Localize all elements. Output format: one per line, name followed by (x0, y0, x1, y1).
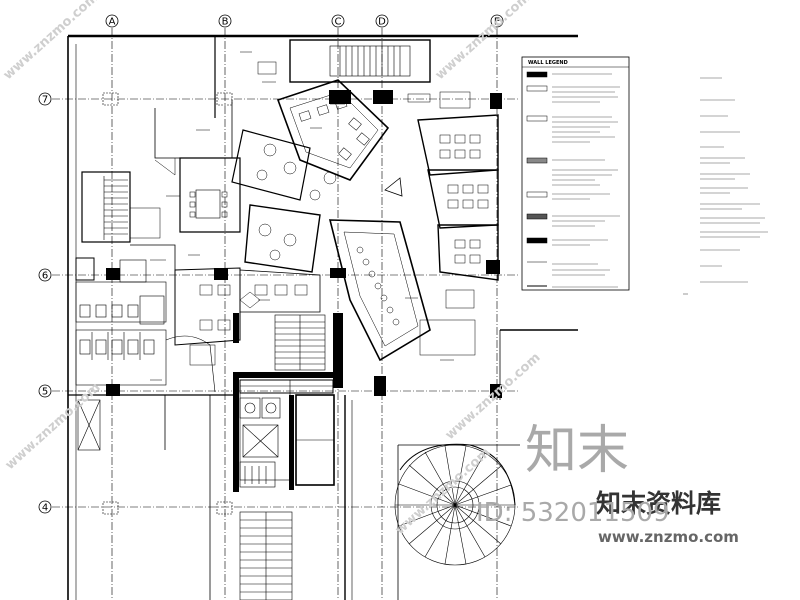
watermark-site-name: 知末资料库 (596, 489, 721, 518)
grid-label-d: D (378, 17, 386, 28)
structural-columns (106, 90, 502, 492)
stair-top (289, 39, 431, 83)
stair-left (81, 171, 131, 243)
brand-watermark: 知末 知末资料库 ID: 532011509 www.znzmo.com (476, 421, 739, 546)
grid-label-a: A (109, 17, 116, 28)
stair-bottom (239, 511, 293, 600)
watermark-url: www.znzmo.com (598, 528, 739, 546)
elevator-core (239, 379, 335, 488)
watermark-brand-cn: 知末 (525, 421, 629, 481)
legend-swatches (526, 71, 548, 287)
exterior-walls (67, 34, 578, 600)
grid-label-e: E (494, 17, 500, 28)
bar-stools (356, 246, 400, 326)
spiral-staircase (394, 443, 520, 600)
grid-bubble-d: D (375, 14, 389, 28)
grid-bubble-6: 6 (38, 268, 52, 282)
diagonal-watermark-2: www.znzmo.com (433, 0, 534, 83)
watermark-id: ID: 532011509 (476, 498, 670, 528)
interior-walls (130, 79, 499, 362)
legend-text-placeholder (552, 73, 620, 288)
notes-column (683, 77, 768, 295)
grid-bubble-a: A (105, 14, 119, 28)
dining-furniture-right (439, 134, 489, 264)
grid-label-7: 7 (42, 95, 48, 106)
grid-bubble-c: C (331, 14, 345, 28)
legend-title: WALL LEGEND (528, 60, 568, 66)
left-shaft (77, 399, 101, 451)
grid-bubble-4: 4 (38, 500, 52, 514)
diagonal-watermark-1: www.znzmo.com (1, 0, 102, 83)
grid-label-5: 5 (42, 387, 48, 398)
grid-bubble-b: B (218, 14, 232, 28)
fixtures (129, 61, 476, 366)
grid-bubble-7: 7 (38, 92, 52, 106)
lounge-furniture (298, 98, 370, 161)
annotation-ticks (150, 51, 454, 381)
dining-furniture-left (199, 143, 337, 331)
grid-label-b: B (222, 17, 229, 28)
restroom-block (75, 257, 216, 393)
grid-label-4: 4 (42, 503, 48, 514)
stair-center (274, 314, 326, 371)
wall-legend: WALL LEGEND (521, 56, 630, 291)
grid-label-6: 6 (42, 271, 48, 282)
grid-bubble-5: 5 (38, 384, 52, 398)
grid-bubble-e: E (490, 14, 504, 28)
column-markers (102, 92, 233, 515)
grid-label-c: C (335, 17, 342, 28)
